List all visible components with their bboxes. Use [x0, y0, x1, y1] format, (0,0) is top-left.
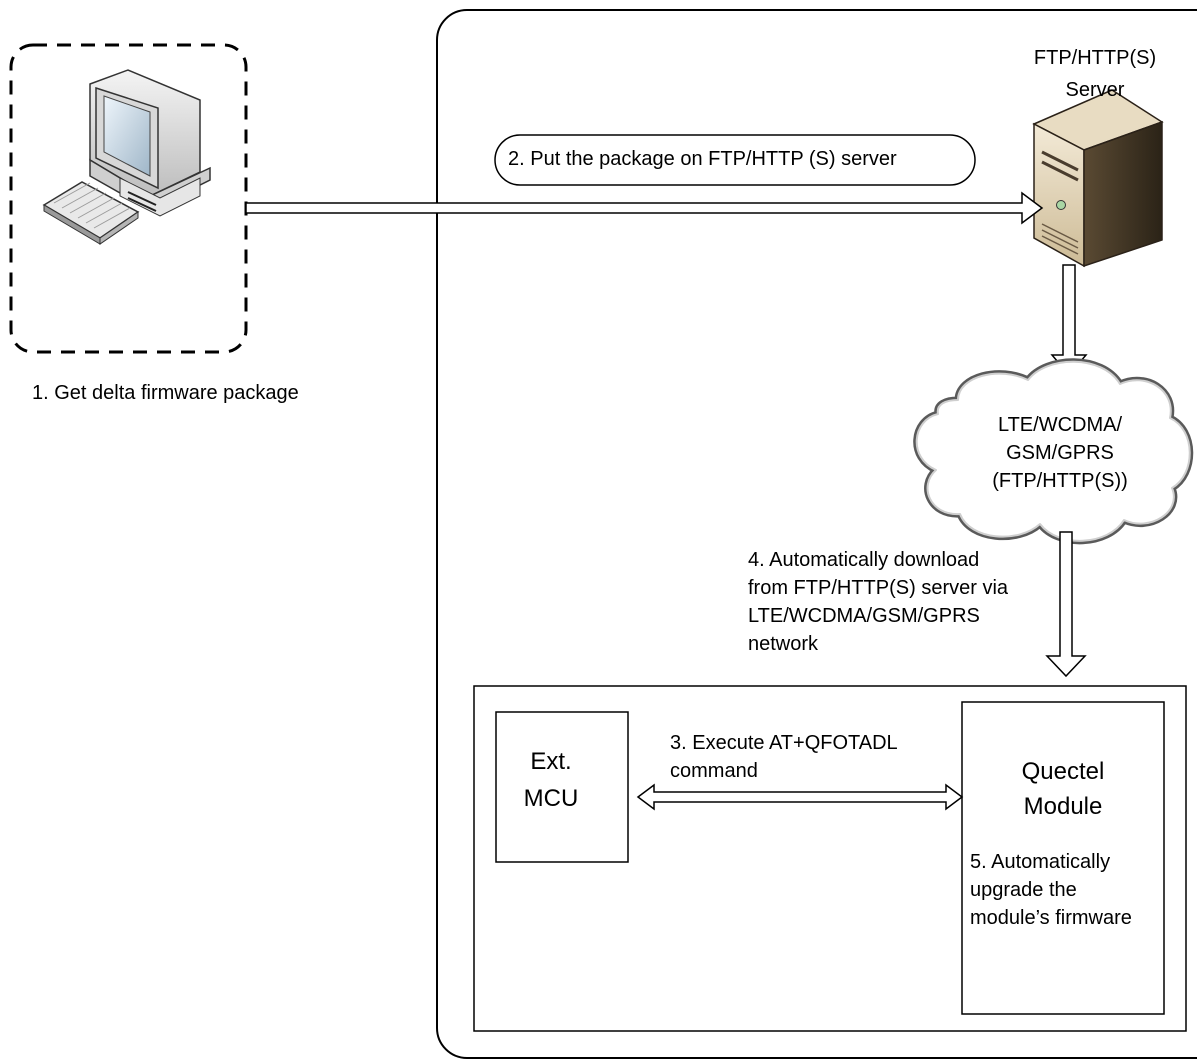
- step2-pill: [494, 134, 976, 186]
- cloud-icon: [913, 358, 1194, 545]
- server-tower-icon: [1032, 89, 1164, 268]
- mcu-label-line2: MCU: [523, 785, 579, 812]
- device-box: [473, 685, 1187, 1032]
- step5-line1: 5. Automatically: [970, 851, 1111, 873]
- desktop-computer-icon: [42, 69, 211, 245]
- at-command-arrow: [636, 783, 964, 811]
- upload-arrow: [245, 191, 1044, 225]
- step3-line1: 3. Execute AT+QFOTADL: [670, 732, 898, 754]
- step5-line3: module’s firmware: [970, 907, 1132, 929]
- step4-line3: LTE/WCDMA/GSM/GPRS: [748, 605, 980, 627]
- module-title-line2: Module: [1023, 793, 1103, 820]
- cloud-line1: LTE/WCDMA/: [997, 414, 1123, 436]
- module-title-line1: Quectel: [1021, 758, 1105, 785]
- step4-line1: 4. Automatically download: [748, 549, 980, 571]
- step4-line2: from FTP/HTTP(S) server via: [748, 577, 1009, 599]
- step3-line2: command: [670, 760, 758, 782]
- cloud-line2: GSM/GPRS: [1006, 442, 1114, 464]
- step4-line4: network: [748, 633, 819, 655]
- system-frame: [436, 9, 1197, 1059]
- server-label-line1: FTP/HTTP(S): [1033, 47, 1157, 69]
- module-box: [961, 701, 1165, 1015]
- step2-label: 2. Put the package on FTP/HTTP (S) serve…: [508, 148, 897, 170]
- step5-line2: upgrade the: [970, 879, 1077, 901]
- cloud-line3: (FTP/HTTP(S)): [992, 470, 1128, 492]
- mcu-box: [495, 711, 629, 863]
- mcu-label-line1: Ext.: [530, 748, 572, 775]
- cloud-to-module-arrow: [1045, 531, 1087, 678]
- pc-caption: 1. Get delta firmware package: [32, 382, 299, 404]
- server-label-line2: Server: [1065, 79, 1125, 101]
